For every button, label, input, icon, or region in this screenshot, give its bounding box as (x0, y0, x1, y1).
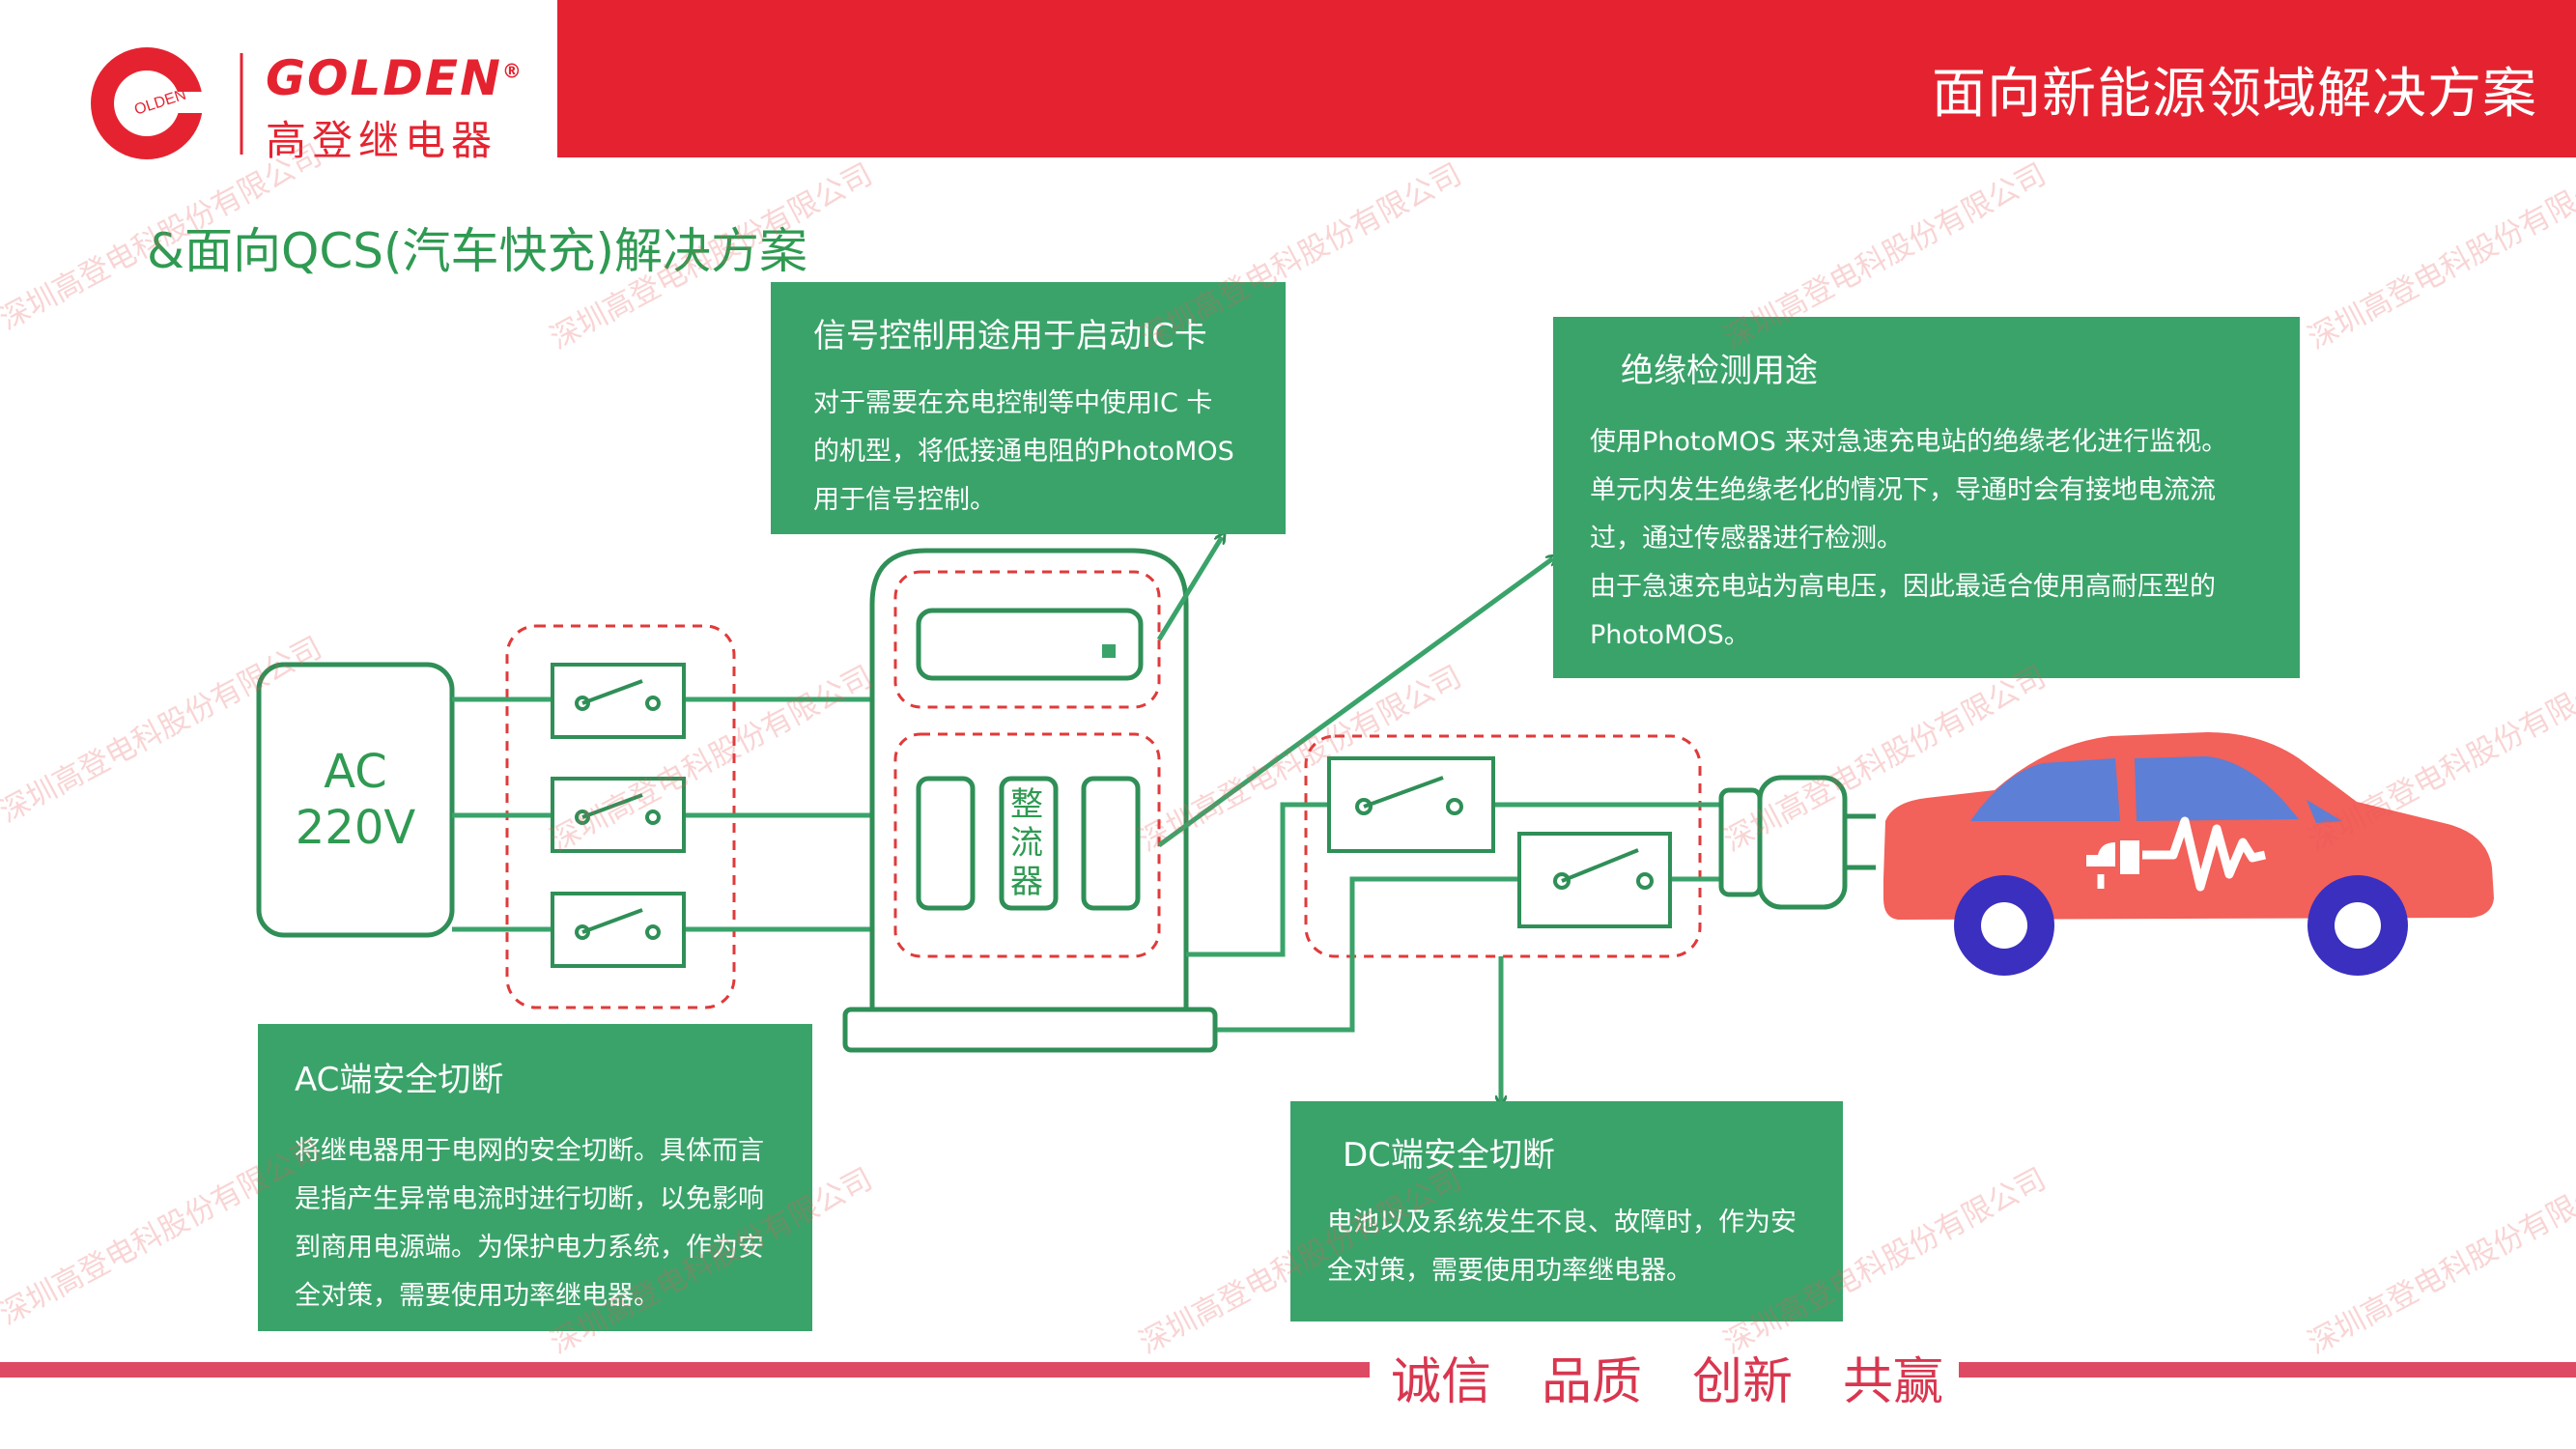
ic-card-callout: 信号控制用途用于启动IC卡 对于需要在充电控制等中使用IC 卡 的机型，将低接通… (771, 282, 1286, 534)
ac-cutoff-line: 将继电器用于电网的安全切断。具体而言 (295, 1136, 764, 1166)
ac-relay-3 (551, 892, 686, 968)
ac-cutoff-line: 到商用电源端。为保护电力系统，作为安 (295, 1233, 764, 1263)
electric-car-icon (1883, 732, 2494, 976)
ac-cutoff-title: AC端安全切断 (295, 1061, 504, 1099)
ic-arrow (1156, 537, 1222, 641)
charging-plug-icon (1718, 775, 1876, 910)
rectifier-char-3: 器 (1010, 863, 1043, 901)
insulation-line: 过，通过传感器进行检测。 (1590, 524, 1903, 554)
page-subtitle: &面向QCS(汽车快充)解决方案 (147, 223, 808, 279)
footer-line-right (1959, 1362, 2576, 1378)
brand-en: GOLDEN (266, 50, 502, 106)
footer-line-left (0, 1362, 1370, 1378)
ic-card-line: 用于信号控制。 (813, 485, 996, 515)
ac-relay-1 (551, 663, 686, 739)
dc-wires (1186, 802, 1721, 1101)
rectifier-label: 整 流 器 (1005, 785, 1049, 901)
dc-cutoff-body: 电池以及系统发生不良、故障时，作为安 全对策，需要使用功率继电器。 (1327, 1199, 1814, 1295)
dc-cutoff-line: 全对策，需要使用功率继电器。 (1327, 1256, 1692, 1286)
ac-source-label: AC 220V (259, 744, 452, 856)
golden-logo-icon: OLDEN (91, 47, 243, 159)
dc-relay-1 (1327, 756, 1495, 853)
slogan-item: 品质 (1542, 1353, 1643, 1411)
footer-slogan: 诚信品质创新共赢 (1391, 1341, 1943, 1413)
slogan-item: 共赢 (1843, 1353, 1944, 1411)
module-left (916, 776, 976, 911)
rectifier-module (999, 776, 1059, 911)
ic-card-indicator (1102, 644, 1116, 658)
header-title: 面向新能源领域解决方案 (1932, 63, 2537, 126)
station-display (916, 608, 1144, 681)
slogan-item: 创新 (1692, 1353, 1794, 1411)
module-right (1081, 776, 1141, 911)
ac-relay-2 (551, 777, 686, 853)
insulation-body: 使用PhotoMOS 来对急速充电站的绝缘老化进行监视。 单元内发生绝缘老化的情… (1590, 418, 2271, 660)
logo-g-gap (147, 92, 205, 113)
ic-card-title: 信号控制用途用于启动IC卡 (813, 317, 1207, 355)
dc-cutoff-line: 电池以及系统发生不良、故障时，作为安 (1327, 1208, 1797, 1237)
dc-cutoff-callout: DC端安全切断 电池以及系统发生不良、故障时，作为安 全对策，需要使用功率继电器… (1290, 1101, 1843, 1321)
rectifier-char-1: 整 (1010, 785, 1043, 824)
ac-label-line2: 220V (295, 801, 416, 855)
dc-cutoff-title: DC端安全切断 (1343, 1136, 1555, 1175)
insulation-line: 单元内发生绝缘老化的情况下，导通时会有接地电流流 (1590, 475, 2216, 505)
ic-card-line: 对于需要在充电控制等中使用IC 卡 (813, 388, 1213, 418)
insulation-line: 使用PhotoMOS 来对急速充电站的绝缘老化进行监视。 (1590, 427, 2228, 457)
dc-relay-group (1304, 734, 1702, 958)
charging-station-base (842, 1007, 1218, 1053)
insulation-callout: 绝缘检测用途 使用PhotoMOS 来对急速充电站的绝缘老化进行监视。 单元内发… (1553, 317, 2300, 678)
header-bar: 面向新能源领域解决方案 (557, 0, 2576, 157)
ac-cutoff-line: 是指产生异常电流时进行切断，以免影响 (295, 1184, 764, 1214)
ac-wires (452, 696, 872, 932)
insulation-title: 绝缘检测用途 (1621, 352, 1818, 390)
ac-source-box (256, 662, 455, 938)
ic-card-body: 对于需要在充电控制等中使用IC 卡 的机型，将低接通电阻的PhotoMOS 用于… (813, 380, 1247, 525)
dc-relay-2 (1517, 832, 1672, 928)
slogan-item: 诚信 (1391, 1353, 1492, 1411)
charging-station-body (869, 548, 1189, 1009)
brand-cn: 高登继电器 (266, 117, 498, 164)
insulation-line: PhotoMOS。 (1590, 620, 1750, 650)
ac-cutoff-body: 将继电器用于电网的安全切断。具体而言 是指产生异常电流时进行切断，以免影响 到商… (295, 1127, 783, 1321)
ac-label-line1: AC (324, 745, 387, 799)
ic-card-line: 的机型，将低接通电阻的PhotoMOS (813, 437, 1234, 467)
insulation-line: 由于急速充电站为高电压，因此最适合使用高耐压型的 (1590, 572, 2216, 602)
ac-cutoff-callout: AC端安全切断 将继电器用于电网的安全切断。具体而言 是指产生异常电流时进行切断… (258, 1024, 812, 1331)
rectifier-char-2: 流 (1010, 824, 1043, 863)
ic-card-group (893, 570, 1161, 709)
ac-cutoff-line: 全对策，需要使用功率继电器。 (295, 1281, 660, 1311)
brand-name: GOLDEN® (266, 50, 524, 106)
insulation-arrow (1157, 558, 1553, 848)
reg-mark: ® (501, 59, 524, 83)
